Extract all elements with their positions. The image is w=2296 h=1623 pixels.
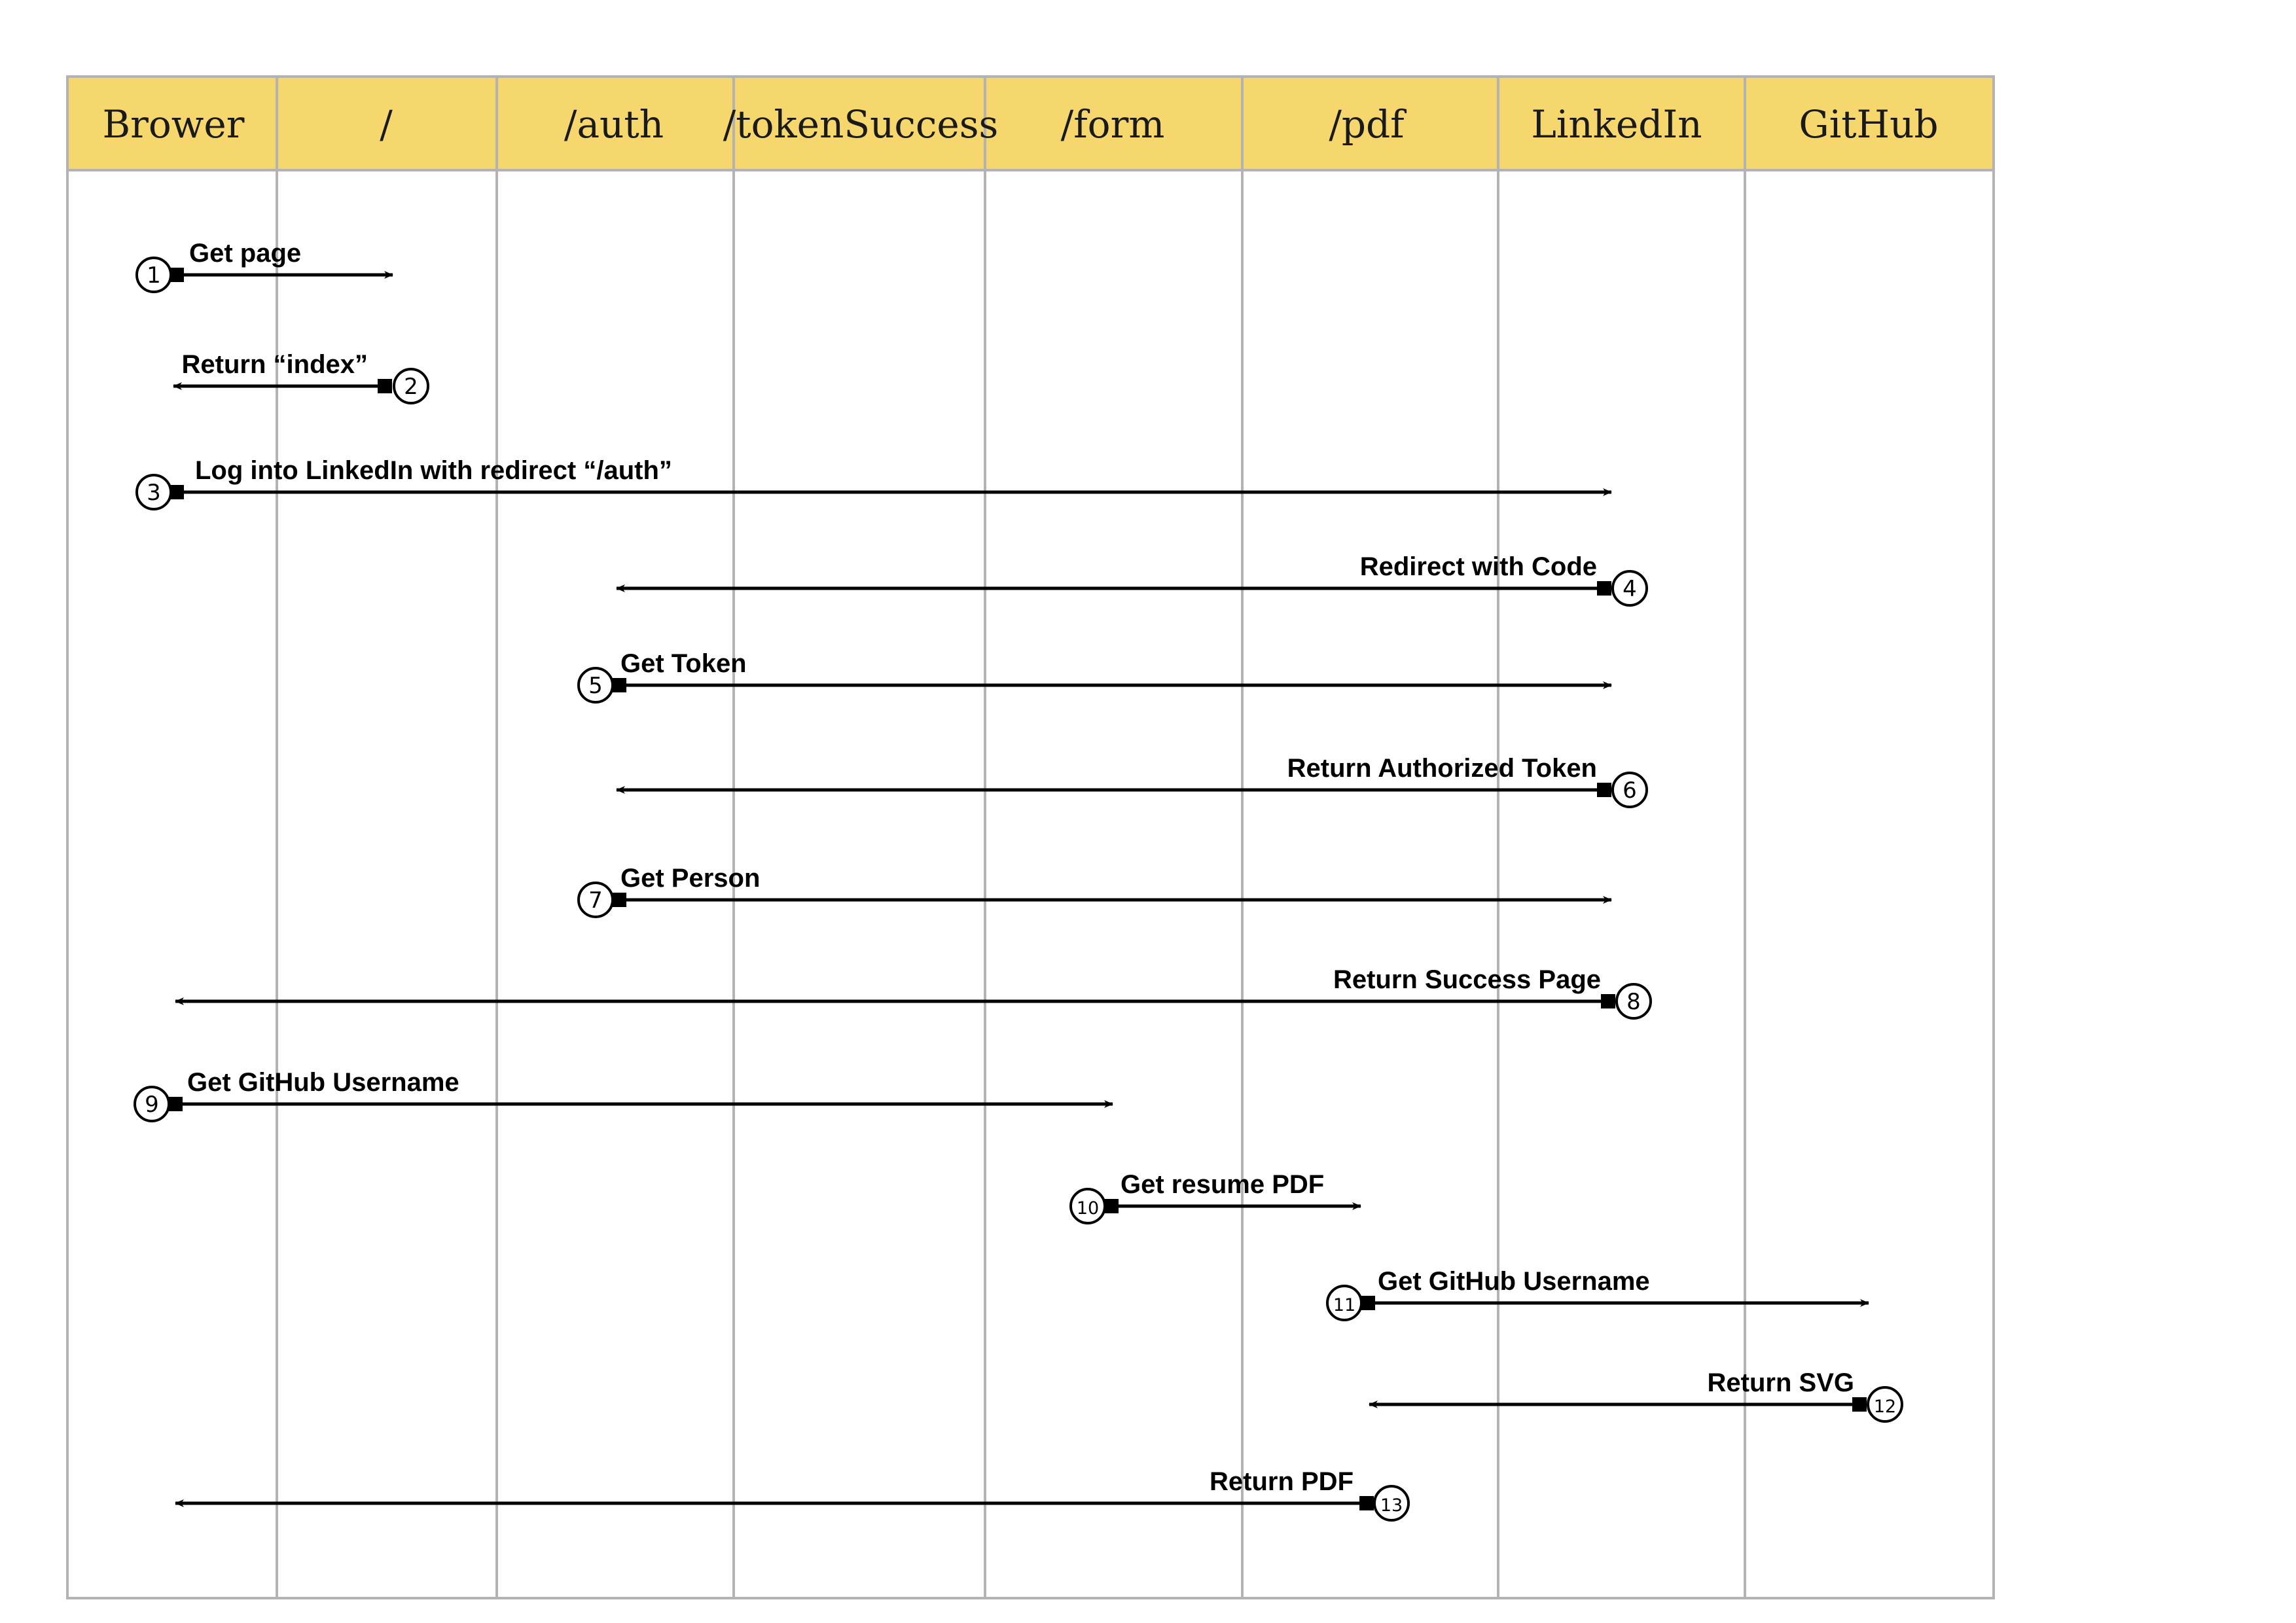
message-13: 13 Return PDF [175,1467,1410,1522]
step-circle [577,667,614,704]
message-1: 1 Get page [135,239,393,293]
message-8: 8 Return Success Page [175,965,1652,1020]
diagram-border [66,75,1995,1599]
lane-header-auth: /auth [564,102,664,147]
lane-header-linkedin: LinkedIn [1531,102,1702,147]
message-anchor [1597,783,1611,797]
message-anchor [1852,1397,1867,1412]
step-circle [1611,570,1648,607]
message-anchor [612,893,626,907]
step-number: 5 [588,673,603,699]
step-number: 11 [1333,1295,1355,1315]
step-circle [393,368,429,404]
message-2: 2 Return “index” [173,350,429,404]
step-circle [1069,1188,1106,1224]
lane-header-form: /form [1061,102,1165,147]
message-list: 1 Get page 2 Return “index” 3 Log into Linked… [134,239,1903,1522]
step-circle [1373,1485,1410,1522]
step-circle [135,257,172,293]
message-label: Return Authorized Token [1287,754,1597,783]
message-anchor [168,1097,183,1111]
message-anchor [1601,994,1615,1008]
step-number: 8 [1626,989,1641,1015]
message-12: 12 Return SVG [1369,1368,1903,1423]
message-10: 10 Get resume PDF [1069,1170,1361,1224]
message-3: 3 Log into LinkedIn with redirect “/auth” [135,456,1612,510]
step-number: 6 [1623,777,1637,804]
lane-header-pdf: /pdf [1329,102,1407,147]
step-circle [134,1086,170,1122]
message-label: Get page [189,239,301,268]
message-label: Get Token [620,649,747,678]
message-label: Get Person [620,864,760,893]
step-number: 1 [147,262,161,289]
step-circle [1326,1285,1363,1321]
lane-grid [66,75,1995,1599]
message-label: Return SVG [1708,1368,1854,1397]
step-circle [577,882,614,918]
message-anchor [1361,1296,1375,1310]
lane-header-github: GitHub [1799,102,1938,147]
message-7: 7 Get Person [577,864,1612,918]
message-anchor [1359,1496,1374,1510]
lane-headers: Brower / /auth/tokenSuccess/form/pdf Linked… [103,102,1939,147]
message-label: Redirect with Code [1360,552,1597,581]
message-anchor [612,678,626,692]
message-5: 5 Get Token [577,649,1612,704]
message-anchor [170,268,184,282]
message-label: Return PDF [1210,1467,1354,1496]
message-anchor [1597,581,1611,596]
step-circle [135,474,172,510]
step-number: 10 [1077,1198,1099,1219]
step-circle [1615,983,1652,1020]
step-circle [1867,1386,1903,1423]
step-number: 4 [1623,576,1637,602]
lane-header-root: / [380,102,393,147]
message-anchor [170,485,184,499]
message-9: 9 Get GitHub Username [134,1068,1113,1122]
message-label: Get GitHub Username [187,1068,459,1097]
step-number: 13 [1380,1495,1403,1516]
step-number: 7 [588,887,603,914]
message-11: 11 Get GitHub Username [1326,1267,1869,1321]
message-4: 4 Redirect with Code [616,552,1648,607]
step-number: 12 [1874,1397,1896,1417]
step-circle [1611,772,1648,808]
message-anchor [378,379,392,393]
message-label: Get GitHub Username [1378,1267,1650,1296]
lane-header-browser: Brower [103,102,245,147]
header-band [67,77,1994,170]
message-label: Return “index” [182,350,368,379]
message-label: Log into LinkedIn with redirect “/auth” [195,456,672,485]
message-6: 6 Return Authorized Token [616,754,1648,808]
lane-header-tokensuccess: /tokenSuccess [723,102,999,147]
message-label: Get resume PDF [1121,1170,1324,1199]
step-number: 3 [147,480,161,506]
step-number: 2 [404,374,418,400]
message-label: Return Success Page [1333,965,1601,994]
message-anchor [1104,1199,1119,1213]
step-number: 9 [145,1092,159,1118]
